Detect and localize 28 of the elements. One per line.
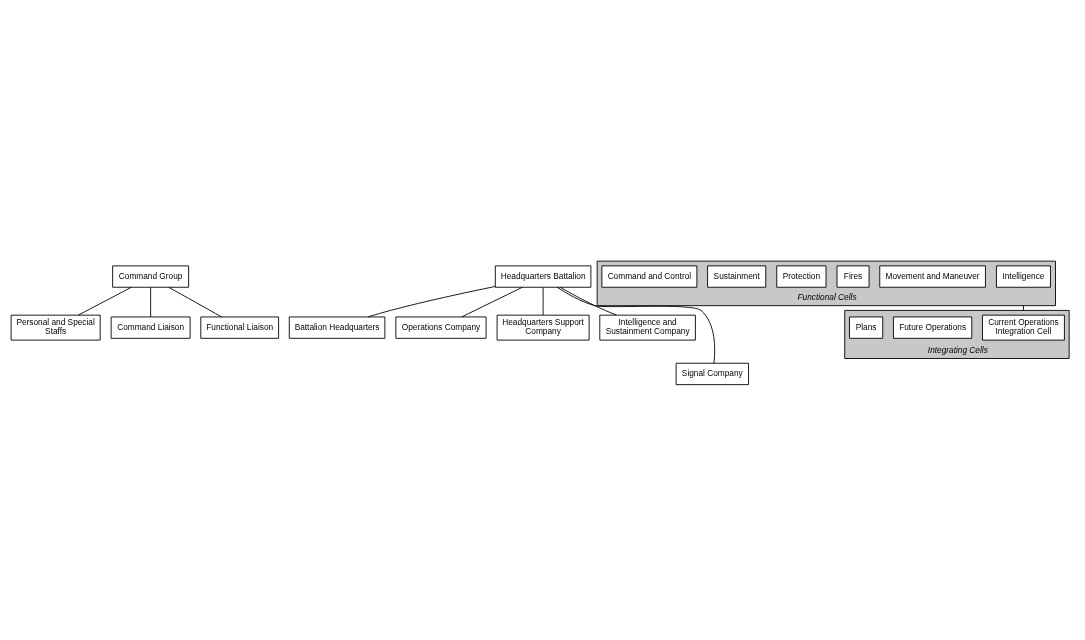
node-box: Signal Company bbox=[675, 362, 749, 385]
connector bbox=[367, 285, 496, 317]
connector bbox=[168, 286, 223, 317]
node-box: Command Group bbox=[112, 264, 190, 288]
node-box: Operations Company bbox=[395, 316, 487, 339]
node-box: Plans bbox=[849, 316, 884, 339]
connector bbox=[77, 286, 132, 316]
node-box: Personal and Special Staffs bbox=[10, 314, 101, 341]
node-box: Movement and Maneuver bbox=[879, 264, 986, 288]
node-box: Intelligence bbox=[995, 264, 1051, 288]
connector bbox=[461, 286, 523, 317]
node-box: Sustainment bbox=[707, 264, 767, 288]
node-box: Command Liaison bbox=[110, 316, 191, 339]
node-box: Functional Liaison bbox=[200, 316, 280, 339]
node-box: Headquarters Battalion bbox=[494, 264, 592, 288]
node-box: Protection bbox=[776, 264, 827, 288]
connector bbox=[556, 286, 716, 364]
node-box: Current Operations Integration Cell bbox=[982, 314, 1065, 341]
node-box: Future Operations bbox=[892, 316, 973, 339]
connector bbox=[542, 286, 544, 316]
node-box: Battalion Headquarters bbox=[288, 316, 386, 339]
node-box: Intelligence and Sustainment Company bbox=[599, 314, 696, 341]
connector bbox=[559, 286, 617, 316]
node-box: Headquarters Support Company bbox=[496, 314, 590, 341]
connector bbox=[150, 286, 152, 317]
node-box: Fires bbox=[836, 264, 870, 288]
node-box: Command and Control bbox=[601, 264, 698, 288]
connector bbox=[1023, 304, 1024, 311]
